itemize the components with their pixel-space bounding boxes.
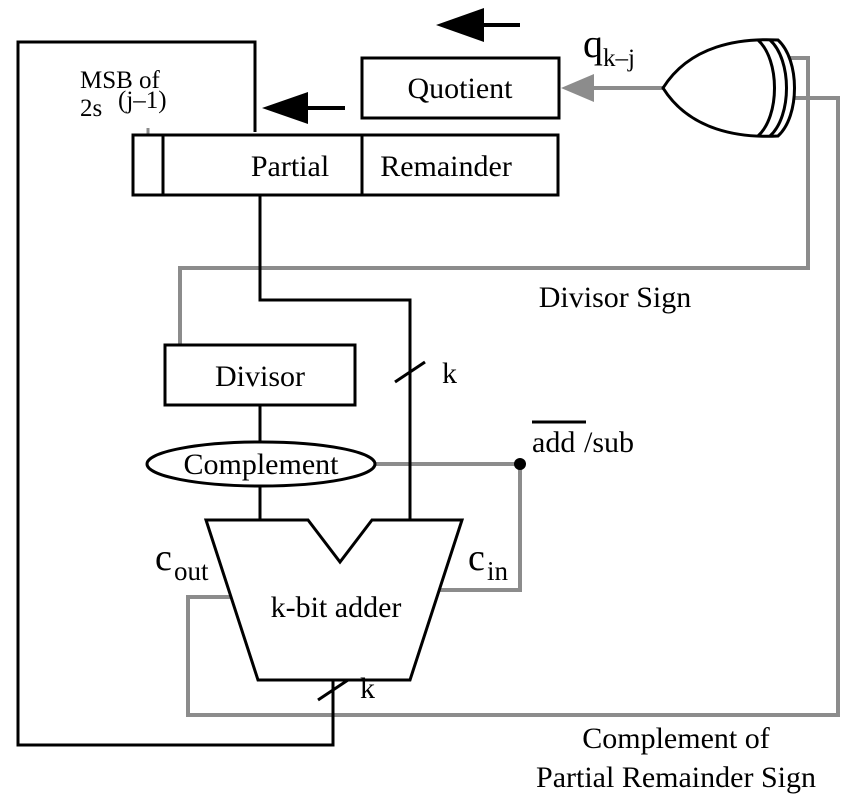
q-label: q (583, 21, 603, 66)
cout-label: c (155, 537, 172, 579)
divisor-sign-label: Divisor Sign (539, 281, 692, 314)
add-sub-junction-dot (514, 458, 526, 470)
feedback-loop-wire (16, 40, 335, 747)
cin-label: c (468, 537, 485, 579)
shift-arrow-remainder (262, 92, 345, 124)
complement-label: Complement (184, 448, 340, 481)
msb-label-sup: (j–1) (118, 87, 167, 114)
svg-text:add: add (532, 426, 575, 459)
q-subscript: k–j (603, 45, 635, 72)
k-slash-bottom (317, 678, 349, 702)
divisor-sign-wire (178, 56, 810, 345)
quotient-register (360, 56, 561, 120)
k-slash-top (394, 360, 426, 384)
k-label-bottom: k (360, 672, 375, 705)
shift-arrow-quotient (436, 8, 520, 42)
cin-subscript: in (487, 556, 509, 586)
qkj-arrowhead (561, 74, 594, 102)
adder-label: k-bit adder (271, 591, 402, 624)
xor-gate (661, 38, 796, 138)
remainder-to-adder-wire (258, 195, 412, 520)
partial-remainder-register (131, 133, 560, 197)
cout-subscript: out (174, 556, 209, 586)
partial-remainder-sign-label: Partial Remainder Sign (536, 761, 816, 794)
k-label-top: k (442, 357, 457, 390)
remainder-label: Remainder (380, 150, 512, 183)
remainder-sign-wire (186, 96, 840, 717)
complement-of-label: Complement of (582, 722, 769, 755)
quotient-label: Quotient (408, 72, 514, 105)
cin-wire (440, 464, 522, 592)
add-sub-label: add /sub (532, 420, 634, 459)
msb-label-line2: 2s (80, 95, 102, 122)
svg-text:/sub: /sub (584, 426, 634, 459)
divisor-register (163, 343, 357, 407)
msb-label-line1: MSB of (80, 67, 161, 94)
kbit-adder (203, 518, 465, 682)
complement-unit (145, 440, 377, 488)
partial-label: Partial (251, 150, 329, 183)
divisor-label: Divisor (215, 360, 305, 393)
